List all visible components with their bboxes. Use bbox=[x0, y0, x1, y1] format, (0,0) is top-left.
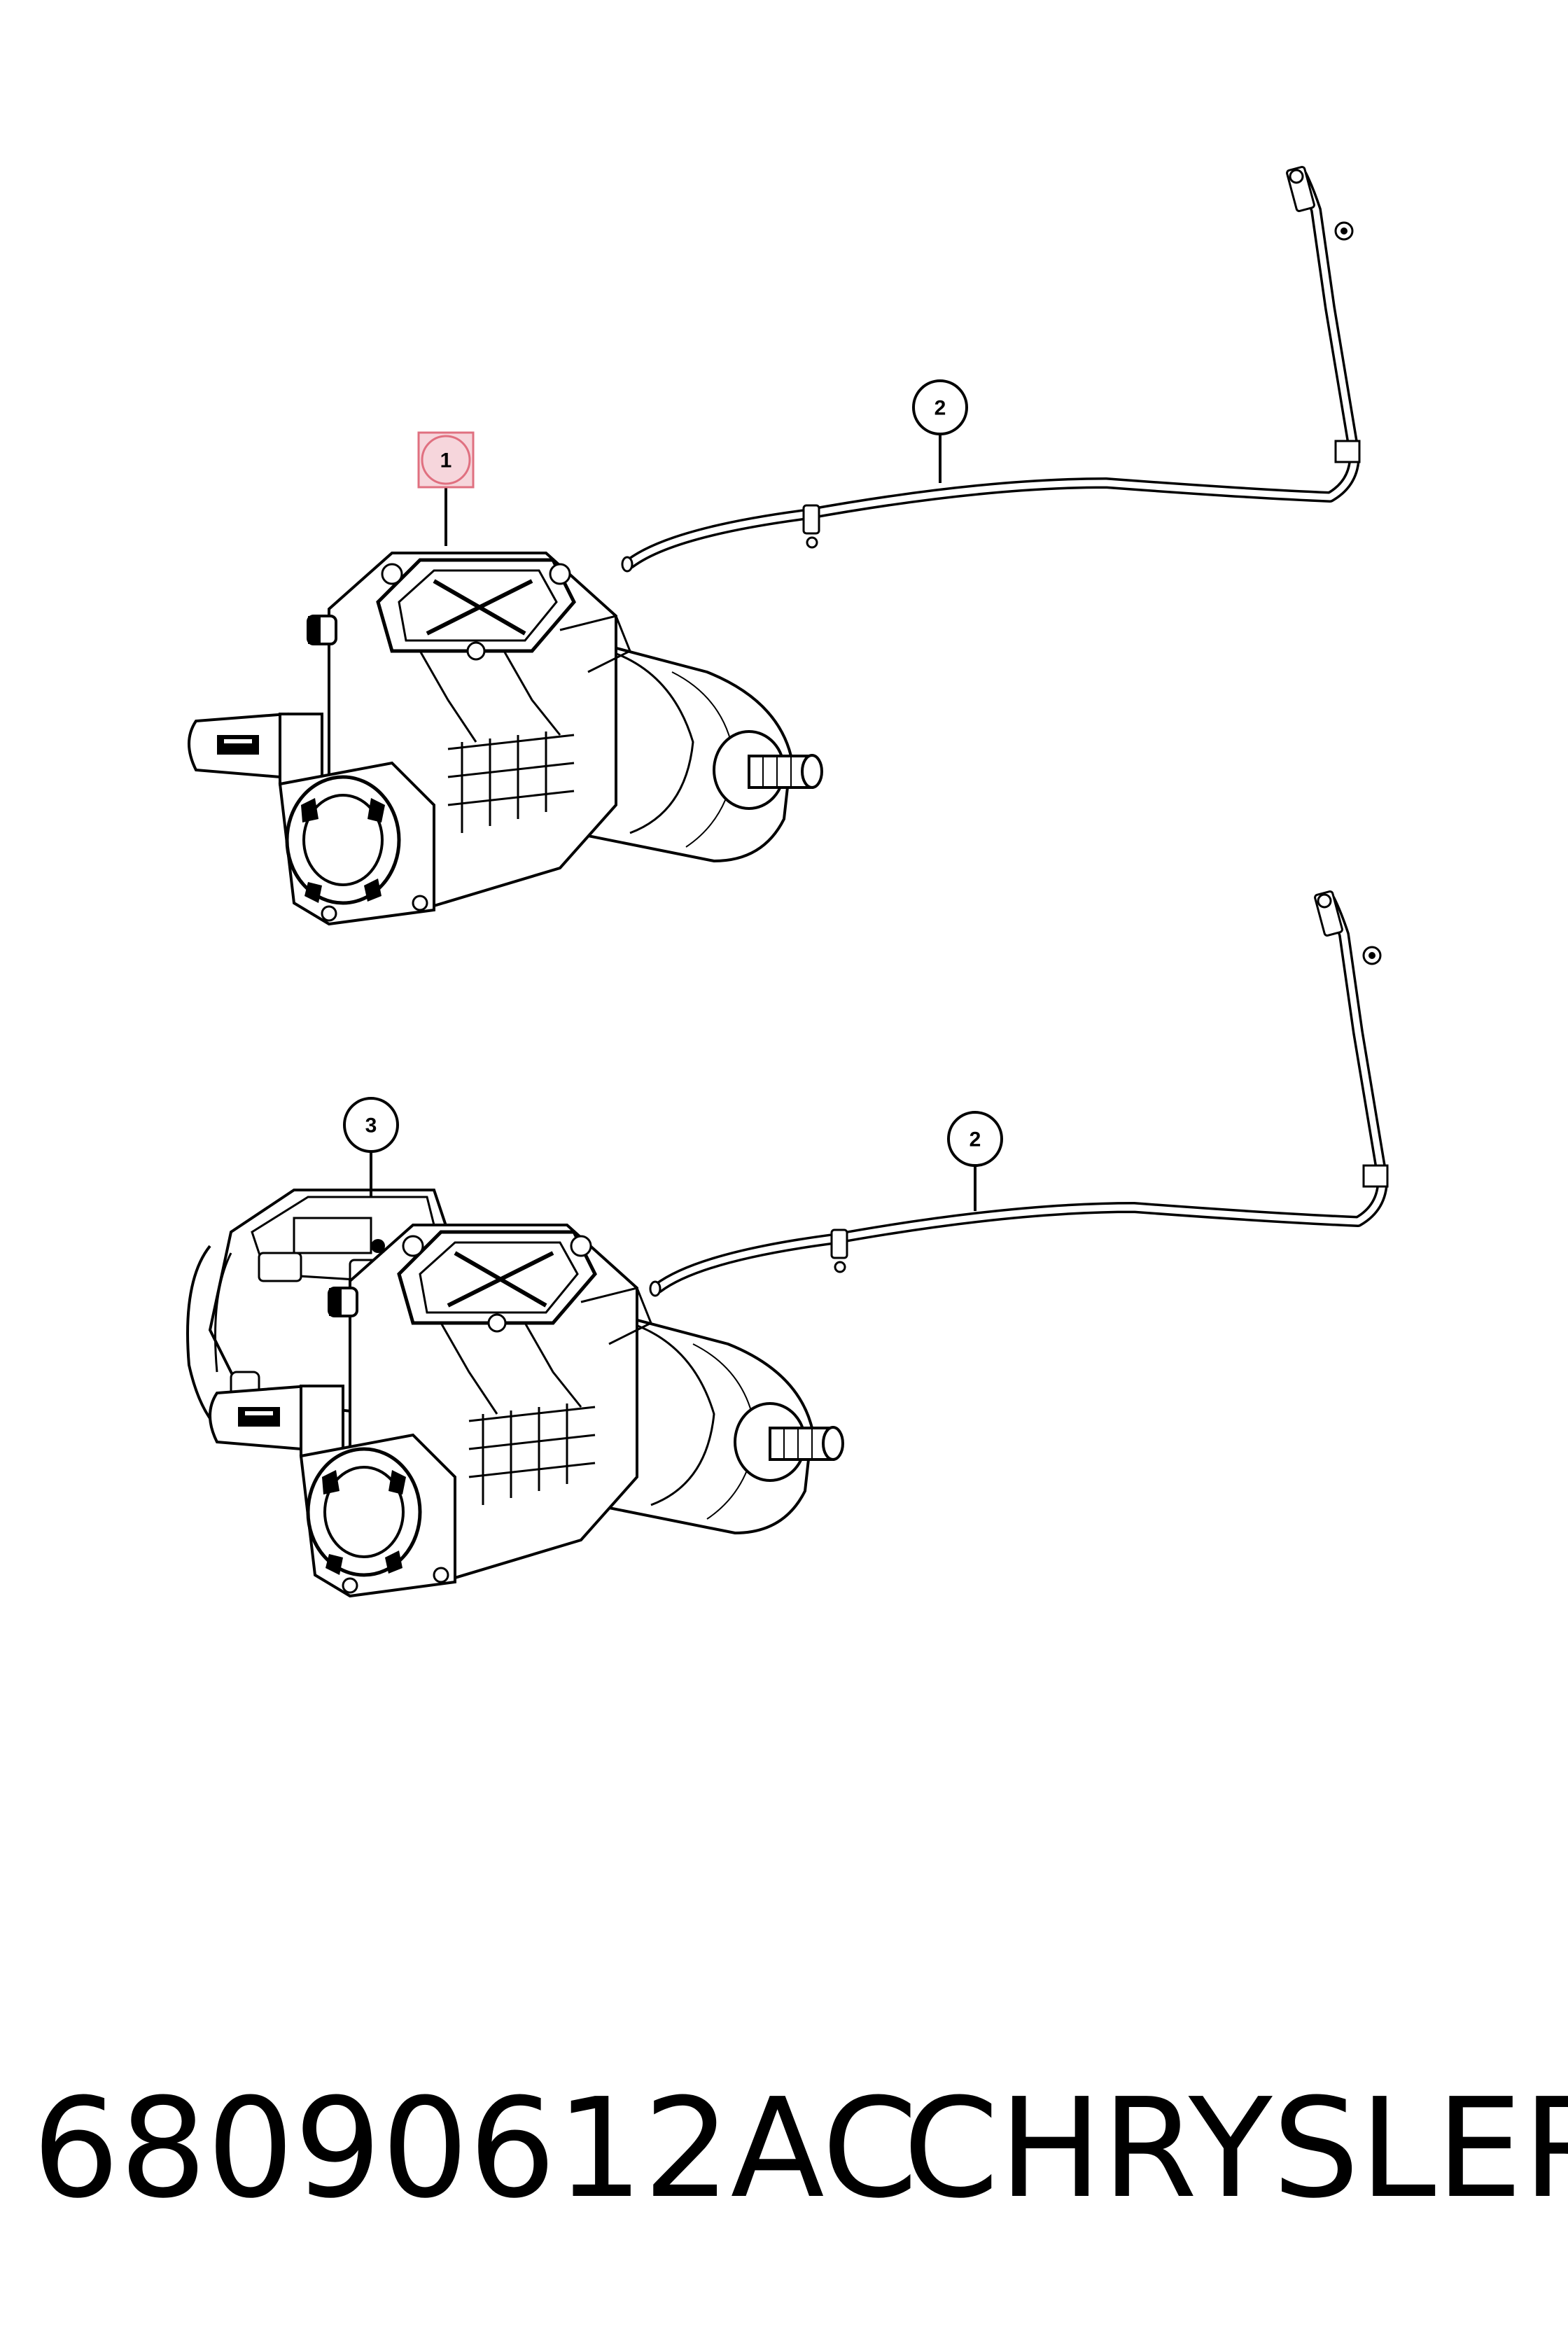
callout-2-upper-label: 2 bbox=[934, 397, 946, 420]
vent-hose-lower bbox=[650, 891, 1387, 1296]
transfer-case-upper bbox=[189, 553, 822, 924]
callout-1-label: 1 bbox=[440, 449, 452, 472]
callout-2-lower-label: 2 bbox=[969, 1128, 981, 1152]
part-number: 68090612AC bbox=[32, 2069, 918, 2229]
vent-hose-upper bbox=[622, 167, 1359, 571]
callout-1[interactable]: 1 bbox=[417, 431, 475, 489]
callout-3[interactable]: 3 bbox=[343, 1097, 399, 1153]
callout-2-upper[interactable]: 2 bbox=[912, 379, 968, 435]
brand-name: CHRYSLER bbox=[903, 2069, 1568, 2229]
callout-3-label: 3 bbox=[365, 1114, 377, 1138]
callout-2-lower[interactable]: 2 bbox=[947, 1111, 1003, 1167]
